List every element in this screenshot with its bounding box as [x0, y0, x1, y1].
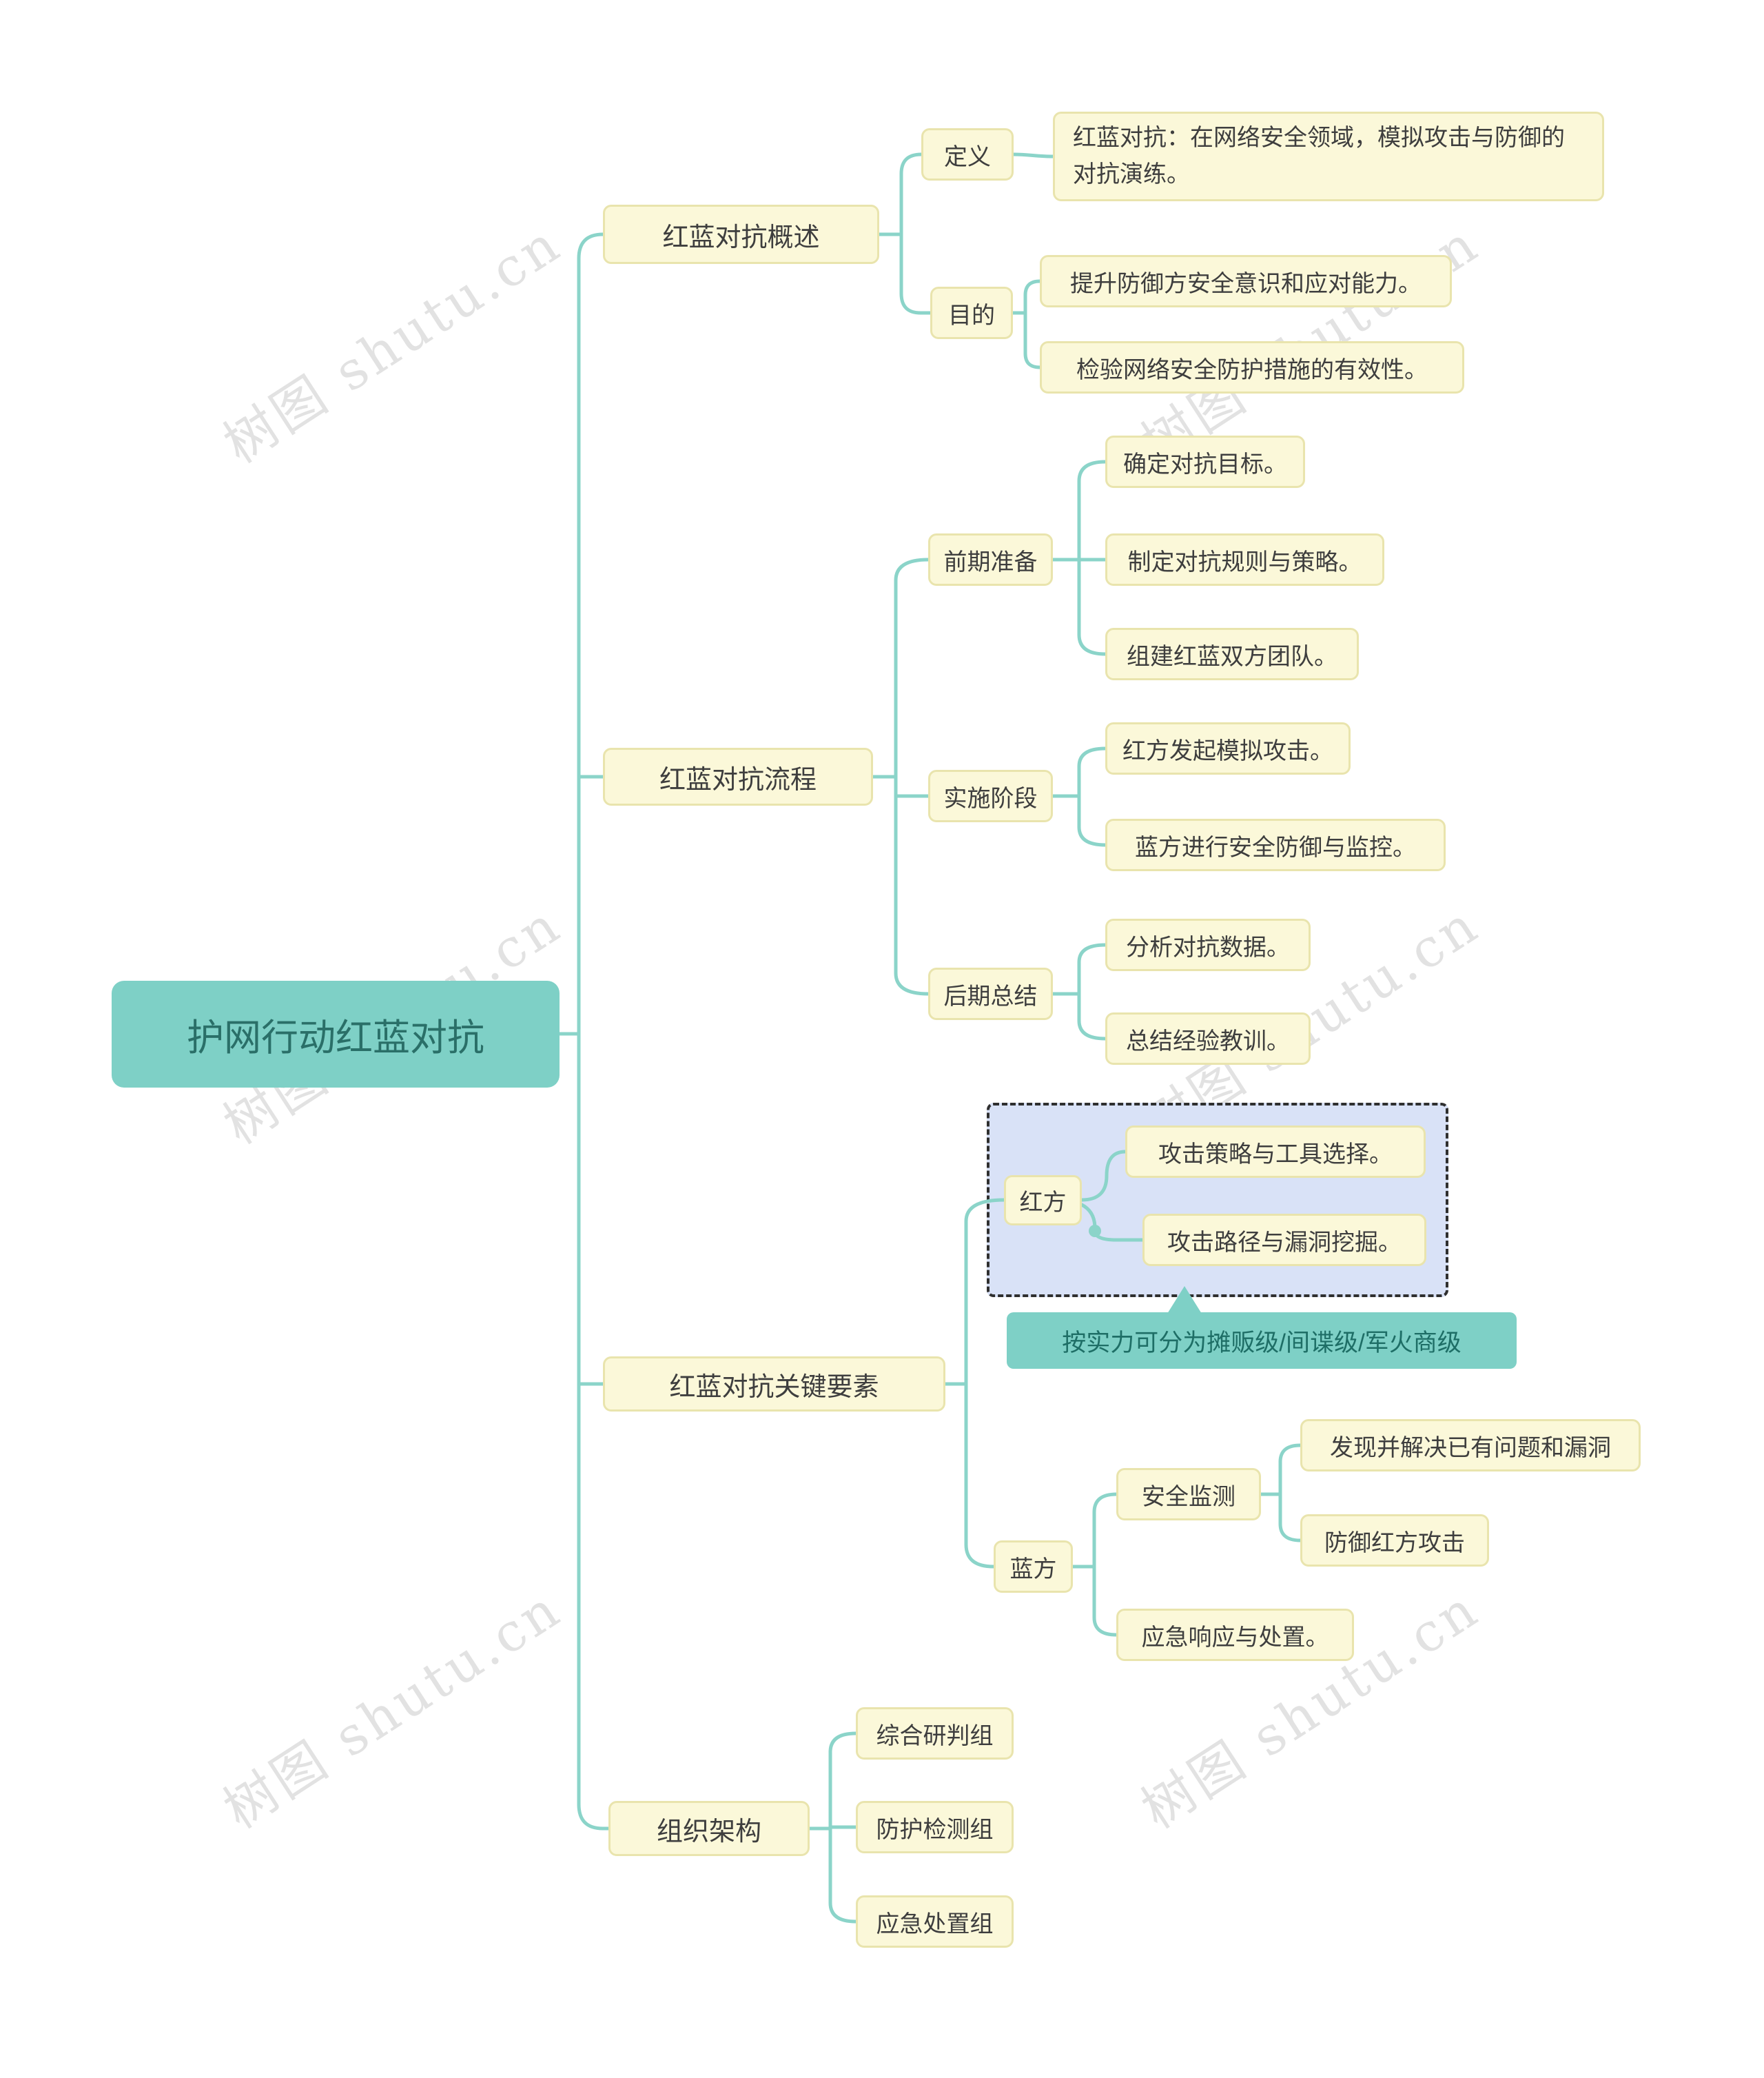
red-team-node[interactable]: 红方 — [1004, 1175, 1082, 1225]
impl-item-1[interactable]: 蓝方进行安全防御与监控。 — [1105, 819, 1446, 871]
root-node[interactable]: 护网行动红蓝对抗 — [112, 981, 560, 1088]
red-item-0[interactable]: 攻击策略与工具选择。 — [1125, 1125, 1426, 1178]
response-node[interactable]: 应急响应与处置。 — [1116, 1609, 1354, 1661]
node-purpose[interactable]: 目的 — [930, 287, 1013, 339]
prep-item-0[interactable]: 确定对抗目标。 — [1105, 436, 1305, 488]
prep-item-1[interactable]: 制定对抗规则与策略。 — [1105, 533, 1384, 586]
callout-arrow-icon — [1167, 1286, 1202, 1314]
node-prep[interactable]: 前期准备 — [928, 533, 1053, 586]
summary-item-0[interactable]: 分析对抗数据。 — [1105, 919, 1311, 971]
node-definition[interactable]: 定义 — [921, 128, 1014, 181]
org-item-1[interactable]: 防护检测组 — [856, 1801, 1014, 1853]
connector-dot — [1089, 1225, 1101, 1237]
impl-item-0[interactable]: 红方发起模拟攻击。 — [1105, 722, 1351, 775]
prep-item-2[interactable]: 组建红蓝双方团队。 — [1105, 628, 1359, 680]
node-impl[interactable]: 实施阶段 — [928, 770, 1053, 822]
monitor-item-1[interactable]: 防御红方攻击 — [1300, 1514, 1489, 1567]
branch-org[interactable]: 组织架构 — [608, 1801, 810, 1856]
monitor-item-0[interactable]: 发现并解决已有问题和漏洞 — [1300, 1419, 1641, 1471]
note-callout[interactable]: 按实力可分为摊贩级/间谍级/军火商级 — [1007, 1312, 1517, 1369]
org-item-2[interactable]: 应急处置组 — [856, 1895, 1014, 1948]
node-summary[interactable]: 后期总结 — [928, 968, 1053, 1020]
branch-overview[interactable]: 红蓝对抗概述 — [603, 205, 879, 264]
purpose-item-0[interactable]: 提升防御方安全意识和应对能力。 — [1040, 255, 1452, 307]
summary-item-1[interactable]: 总结经验教训。 — [1105, 1012, 1311, 1065]
org-item-0[interactable]: 综合研判组 — [856, 1707, 1014, 1760]
blue-team-node[interactable]: 蓝方 — [994, 1540, 1073, 1593]
branch-process[interactable]: 红蓝对抗流程 — [603, 748, 873, 806]
node-monitor[interactable]: 安全监测 — [1116, 1468, 1261, 1520]
node-definition-detail[interactable]: 红蓝对抗：在网络安全领域，模拟攻击与防御的对抗演练。 — [1053, 112, 1604, 201]
purpose-item-1[interactable]: 检验网络安全防护措施的有效性。 — [1040, 341, 1464, 394]
branch-elements[interactable]: 红蓝对抗关键要素 — [603, 1356, 945, 1412]
red-item-1[interactable]: 攻击路径与漏洞挖掘。 — [1142, 1214, 1426, 1266]
